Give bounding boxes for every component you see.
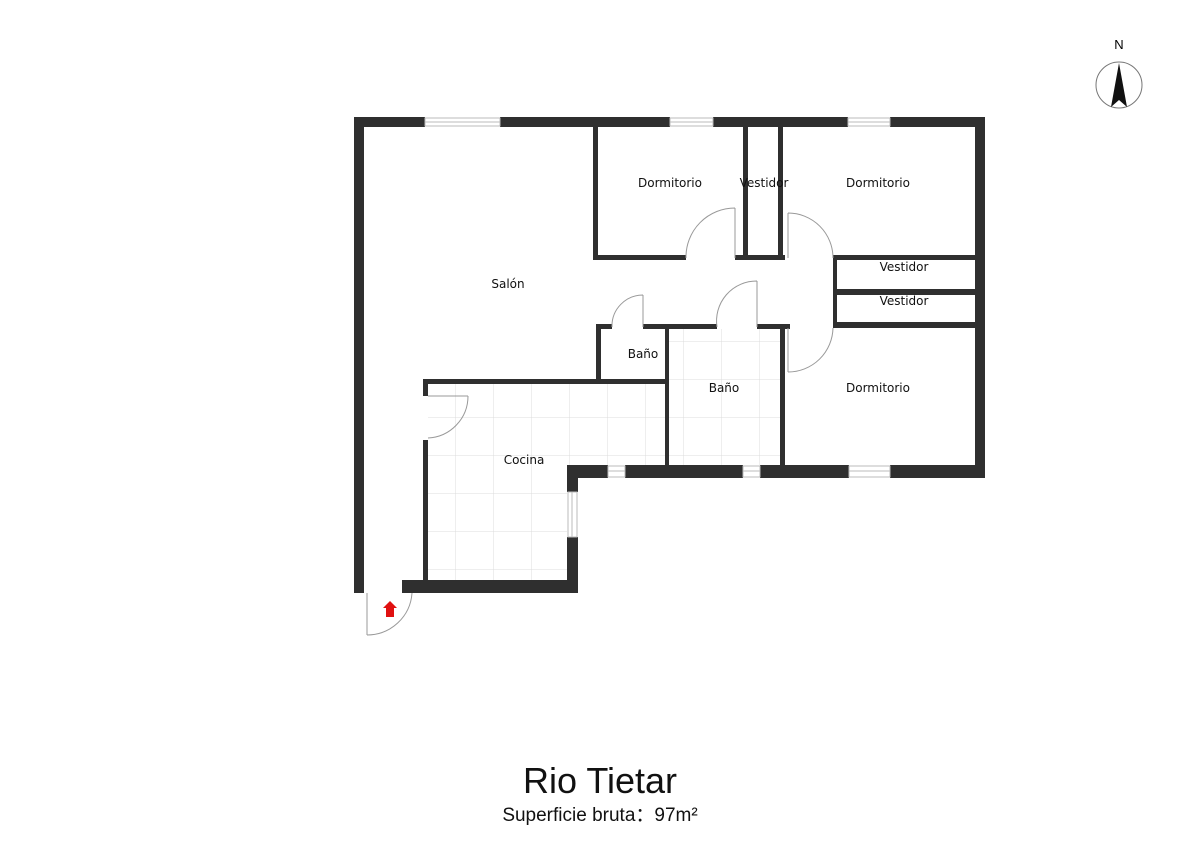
room-label-vestidor-2: Vestidor [880, 260, 929, 274]
entrance-arrow-icon [383, 601, 397, 617]
compass-circle-icon [1095, 61, 1143, 109]
compass-label: N [1114, 37, 1123, 52]
area-value: 97m² [654, 805, 698, 826]
plan-area: Superficie bruta：97m² [0, 800, 1200, 827]
plan-title: Rio Tietar [522, 760, 678, 801]
walls [354, 117, 985, 593]
room-label-vestidor-3: Vestidor [880, 294, 929, 308]
kitchen-floor [567, 384, 665, 465]
compass: N [1095, 37, 1143, 109]
area-label: Superficie bruta： [502, 805, 655, 826]
doors [366, 207, 834, 636]
room-label-bano-2: Baño [709, 381, 740, 395]
windows [424, 117, 891, 538]
room-label-cocina: Cocina [504, 453, 545, 467]
room-label-vestidor-1: Vestidor [740, 176, 789, 190]
bathroom-floor [669, 329, 780, 465]
room-label-dormitorio-1: Dormitorio [638, 176, 702, 190]
kitchen-floor [428, 384, 567, 580]
room-label-salon: Salón [491, 277, 524, 291]
room-label-dormitorio-3: Dormitorio [846, 381, 910, 395]
north-arrow-icon [1111, 63, 1127, 107]
room-label-bano-1: Baño [628, 347, 659, 361]
room-label-dormitorio-2: Dormitorio [846, 176, 910, 190]
